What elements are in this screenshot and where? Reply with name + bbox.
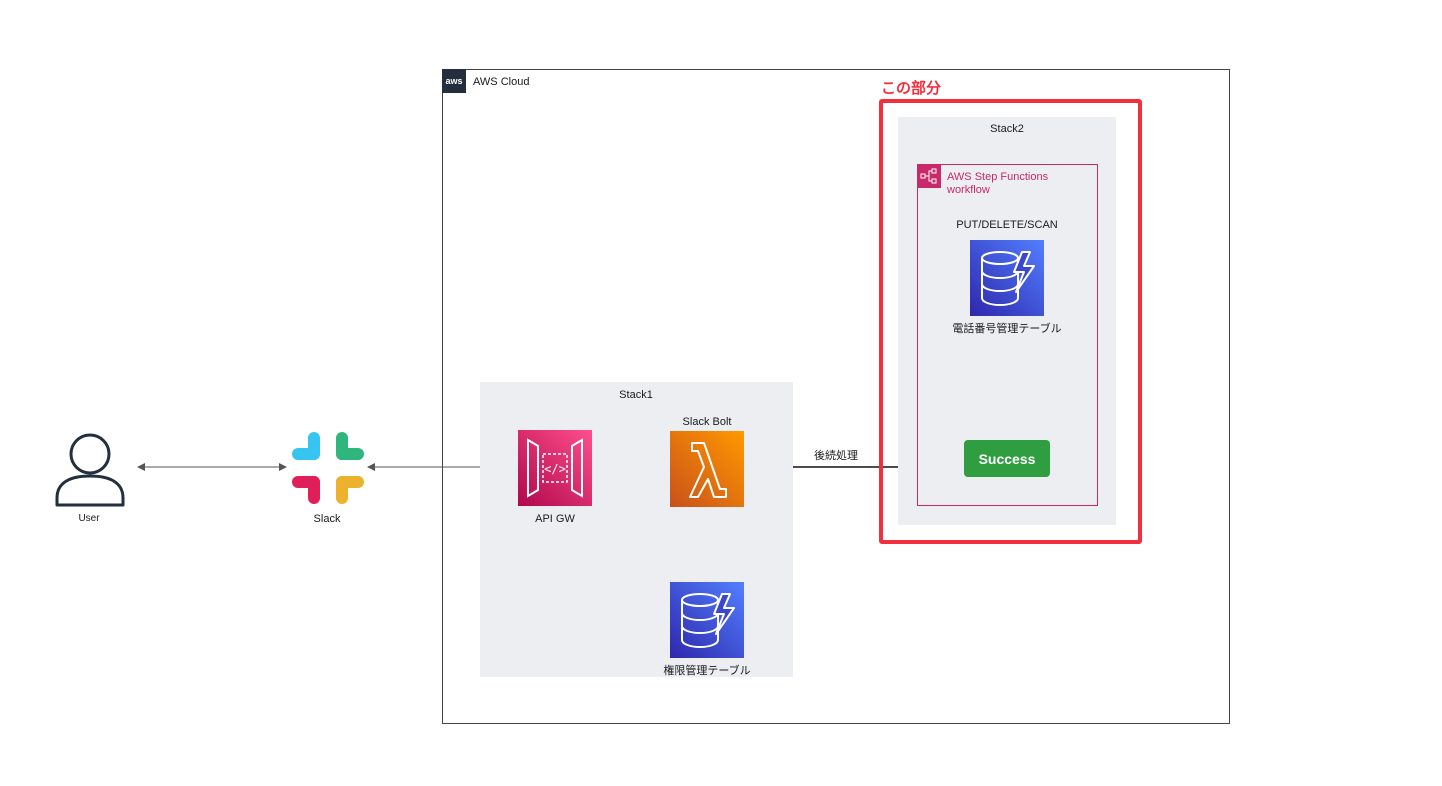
api-gw-label: API GW (535, 513, 575, 525)
success-state: Success (964, 440, 1050, 477)
aws-cloud-group (442, 69, 1230, 724)
slack-label: Slack (313, 513, 341, 525)
highlight-box (879, 99, 1142, 544)
slack-logo-icon (290, 430, 366, 506)
stack2-label: Stack2 (990, 123, 1024, 135)
step-functions-title: AWS Step Functions workflow (947, 171, 1048, 197)
permission-table-label: 権限管理テーブル (663, 665, 751, 677)
aws-logo-text: aws (445, 75, 463, 86)
phone-table-dynamodb-icon (970, 240, 1044, 316)
step-functions-title-line1: AWS Step Functions (947, 171, 1049, 183)
post-process-label: 後続処理 (814, 450, 858, 462)
lambda-icon (670, 431, 744, 507)
highlight-label: この部分 (881, 80, 942, 97)
step-functions-icon (917, 164, 941, 188)
user-label: User (78, 513, 100, 524)
step-functions-group (917, 164, 1098, 506)
aws-logo-icon: aws (442, 69, 466, 93)
phone-table-label: 電話番号管理テーブル (952, 323, 1062, 335)
api-gateway-icon: </> (518, 430, 592, 506)
success-label: Success (978, 450, 1036, 467)
slack-bolt-label: Slack Bolt (682, 416, 732, 428)
stack1-label: Stack1 (619, 389, 653, 401)
svg-text:</>: </> (544, 462, 566, 476)
stack1-group (480, 382, 793, 677)
aws-cloud-label: AWS Cloud (473, 76, 530, 88)
permission-table-dynamodb-icon (670, 582, 744, 658)
step-functions-title-line2: workflow (947, 184, 990, 196)
operations-label: PUT/DELETE/SCAN (956, 219, 1058, 231)
user-icon (54, 432, 126, 508)
